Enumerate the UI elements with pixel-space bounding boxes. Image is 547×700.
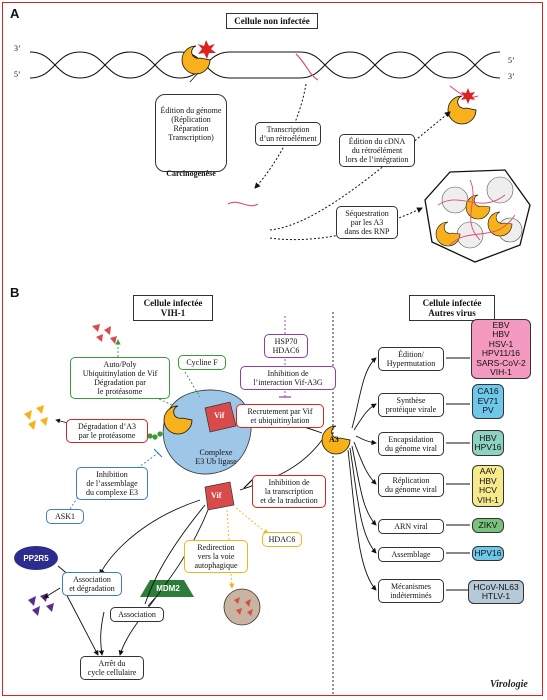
virus-box-6: HCoV-NL63 HTLV-1 <box>468 580 524 604</box>
virus-box-5: HPV16 <box>472 546 504 561</box>
a3-enzyme-on-dna <box>181 40 216 75</box>
mech-1: Synthèse protéique virale <box>378 393 444 417</box>
inhib-transcription-box: Inhibition de la transcription et de la … <box>252 475 326 508</box>
sequestration-box: Séquestration par les A3 dans des RNP <box>336 206 398 239</box>
genome-edit-text: Édition du génome (Réplication Réparatio… <box>160 106 222 142</box>
autophagy-vesicle <box>223 588 261 626</box>
cdna-edit-box: Édition du cDNA du rétroélément lors de … <box>339 134 415 167</box>
mech-4: ARN viral <box>378 519 444 534</box>
a3-on-complex <box>163 405 193 435</box>
virus-box-0: EBV HBV HSV-1 HPV11/16 SARS-CoV-2 VIH-1 <box>471 319 531 379</box>
auto-poly-box: Auto/Poly Ubiquitinylation de Vif Dégrad… <box>70 357 170 399</box>
strand-3-top: 3’ <box>14 44 21 53</box>
vif-label-complex: Vif <box>214 411 225 420</box>
virus-box-4: ZIKV <box>472 518 504 533</box>
inhib-assemblage-box: Inhibition de l’assemblage du complexe E… <box>76 467 148 500</box>
sequestration-arrow <box>269 207 423 241</box>
a3-label: A3 <box>329 435 339 444</box>
vif-free <box>204 481 235 511</box>
mech-0: Édition/ Hypermutation <box>378 347 444 371</box>
transcription-box: Transcription d’un rétroélément <box>255 122 321 146</box>
assoc-degradation-box: Association et dégradation <box>62 572 122 596</box>
hsp-box: HSP70 HDAC6 <box>264 334 308 358</box>
dna-helix <box>29 51 501 79</box>
cycline-box: Cycline F <box>178 355 226 370</box>
vif-label-free: Vif <box>211 491 222 500</box>
mdm2-shape <box>140 580 194 597</box>
retroelement-segment <box>295 53 319 81</box>
mech-5: Assemblage <box>378 547 444 562</box>
a3-fan-lines <box>347 357 377 591</box>
degradation-a3-box: Dégradation d’A3 par le protéasome <box>66 419 148 443</box>
mech-6: Mécanismes indéterminés <box>378 579 444 603</box>
transcription-arrow <box>254 83 307 189</box>
association-box: Association <box>110 607 164 622</box>
retro-rna <box>227 201 259 207</box>
complexe-label: Complexe E3 Ub ligase <box>195 448 237 466</box>
virus-box-2: HBV HPV16 <box>472 430 504 456</box>
strand-5-right: 5’ <box>508 56 515 65</box>
virus-connectors <box>446 357 470 591</box>
pp2r5-fragments <box>28 593 54 616</box>
pp2r5-label: PP2R5 <box>23 554 49 563</box>
inhib-vif-a3g-box: Inhibition de l’interaction Vif-A3G <box>240 366 336 390</box>
hdac6-box: HDAC6 <box>262 532 302 547</box>
brand-logo: Virologie <box>490 679 528 690</box>
carcinogenesis-text: Carcinogenèse <box>166 169 216 178</box>
other-title: Cellule infectée Autres virus <box>409 295 495 321</box>
strand-3-right: 3’ <box>508 72 515 81</box>
virus-box-1: CA16 EV71 PV <box>472 384 504 419</box>
genome-edit-box: Édition du génome (Réplication Réparatio… <box>155 94 227 178</box>
mech-3: Réplication du génome viral <box>378 473 444 497</box>
a3-central <box>321 425 351 455</box>
a3-fragments <box>24 405 48 430</box>
virus-box-3: AAV HBV HCV VIH-1 <box>472 465 504 507</box>
panel-a-letter: A <box>10 6 20 21</box>
ask1-box: ASK1 <box>46 509 84 524</box>
pp2r5-shape <box>14 546 58 570</box>
strand-5-top: 5’ <box>14 70 21 79</box>
mech-2: Encapsidation du génome viral <box>378 432 444 456</box>
mdm2-label: MDM2 <box>156 584 180 593</box>
redirection-box: Redirection vers la voie autophagique <box>184 540 248 573</box>
cdna-arrow <box>269 111 451 231</box>
hiv-title: Cellule infectée VIH-1 <box>133 295 213 321</box>
panel-b-letter: B <box>10 285 20 300</box>
a3-enzyme-cdna <box>447 85 479 125</box>
recrutement-box: Recrutement par Vif et ubiquitinylation <box>236 404 324 428</box>
panel-a-title: Cellule non infectée <box>226 13 318 29</box>
arret-box: Arrêt du cycle cellulaire <box>80 656 144 680</box>
vif-fragments <box>92 324 117 344</box>
rnp-complex <box>424 169 531 263</box>
